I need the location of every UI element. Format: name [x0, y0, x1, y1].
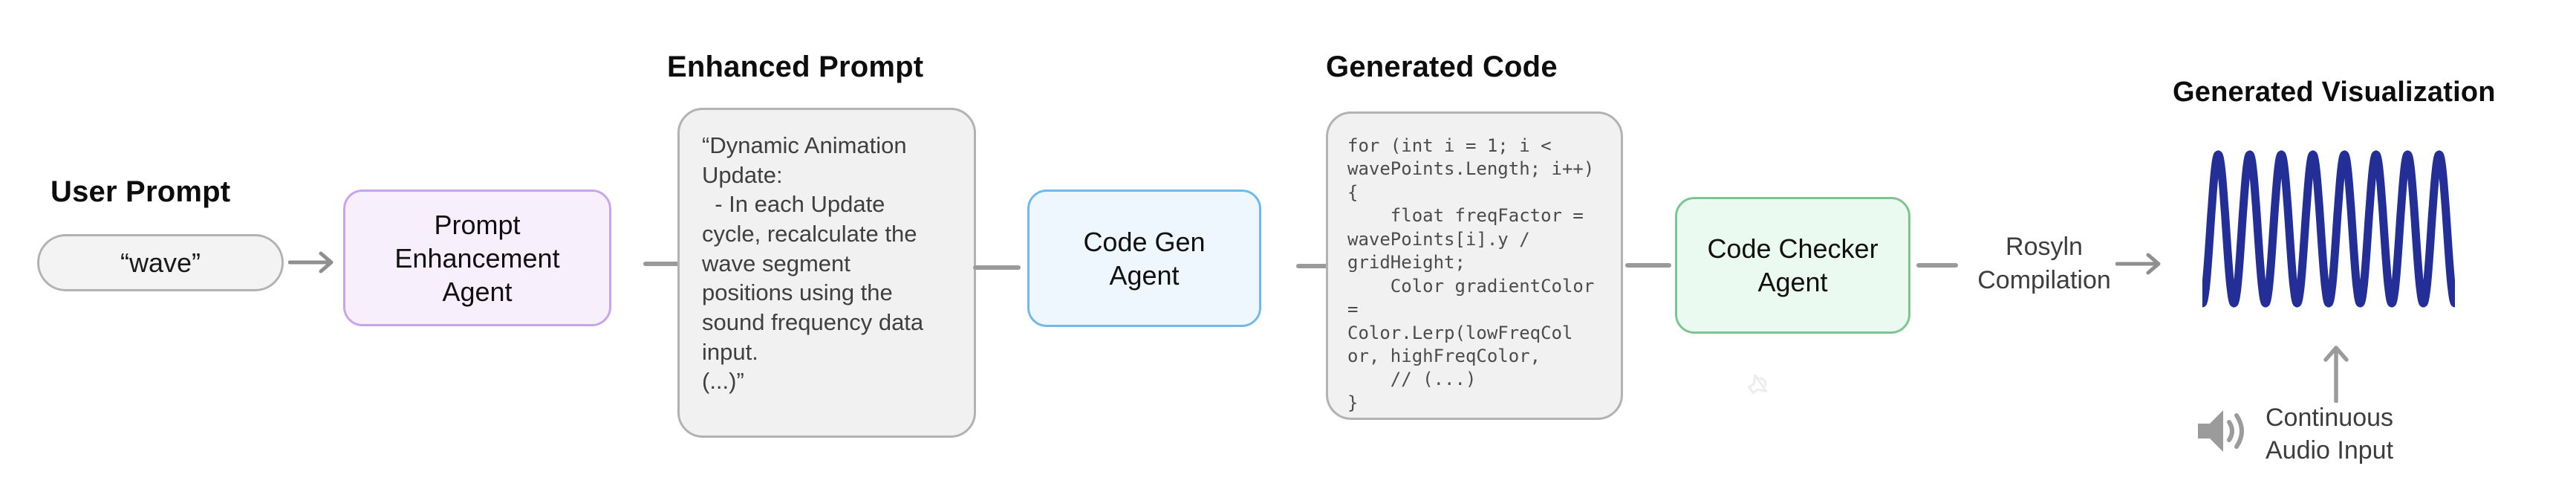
generated-visualization-heading: Generated Visualization [2173, 77, 2496, 108]
user-prompt-value: “wave” [120, 247, 201, 278]
waveform-graphic [2202, 150, 2455, 308]
user-prompt-heading: User Prompt [51, 175, 231, 208]
faint-speaker-watermark-icon [1748, 374, 1768, 395]
connector-dash [643, 262, 698, 266]
audio-input-label: Continuous Audio Input [2266, 404, 2394, 465]
generated-code-heading: Generated Code [1326, 51, 1558, 83]
connector-dash [1916, 263, 1958, 268]
enhanced-prompt-card: “Dynamic Animation Update: - In each Upd… [677, 108, 976, 438]
user-prompt-pill: “wave” [37, 234, 284, 291]
arrow-up-icon [2323, 346, 2349, 403]
code-checker-agent-node: Code Checker Agent [1675, 197, 1910, 334]
connector-dash [1625, 263, 1671, 268]
generated-code-snippet: for (int i = 1; i < wavePoints.Length; i… [1347, 135, 1595, 413]
speaker-icon [2198, 410, 2244, 452]
connector-dash [973, 265, 1021, 270]
code-gen-agent-node: Code Gen Agent [1027, 190, 1261, 327]
connector-dash [1296, 264, 1350, 268]
arrow-right-icon [2115, 253, 2161, 275]
generated-code-card: for (int i = 1; i < wavePoints.Length; i… [1326, 111, 1623, 420]
arrow-right-icon [288, 251, 334, 273]
prompt-enhancement-agent-node: Prompt Enhancement Agent [343, 190, 611, 326]
prompt-enhancement-agent-label: Prompt Enhancement Agent [394, 209, 560, 307]
code-checker-agent-label: Code Checker Agent [1707, 233, 1879, 297]
compilation-step-label: Rosyln Compilation [1977, 233, 2111, 294]
code-gen-agent-label: Code Gen Agent [1083, 226, 1206, 291]
enhanced-prompt-text: “Dynamic Animation Update: - In each Upd… [702, 132, 924, 395]
enhanced-prompt-heading: Enhanced Prompt [667, 51, 924, 83]
